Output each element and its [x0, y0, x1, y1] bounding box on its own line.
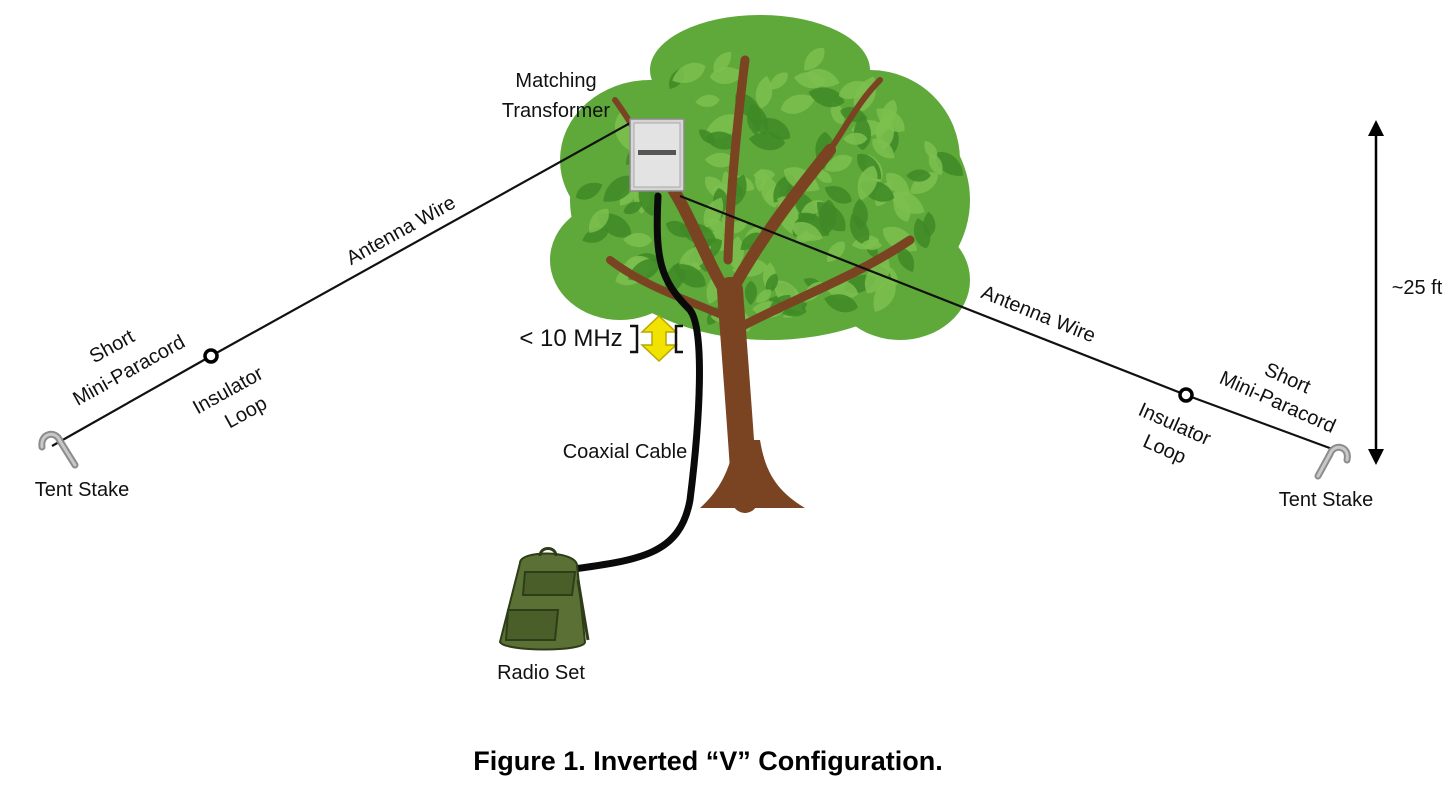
antenna-wire-right	[679, 194, 1187, 397]
antenna-wire-left-label: Antenna Wire	[343, 192, 460, 270]
height-label: ~25 ft	[1392, 277, 1443, 299]
frequency-label: < 10 MHz	[519, 325, 622, 352]
tent-stake-left-label: Tent Stake	[35, 479, 130, 501]
matching-transformer-icon	[629, 118, 685, 192]
tent-stake-right-label: Tent Stake	[1279, 489, 1374, 511]
paracord-right	[1185, 393, 1336, 452]
matching-transformer-label: Matching	[515, 70, 596, 92]
tent-stake-icon	[1314, 443, 1351, 480]
double-arrow-icon	[630, 314, 683, 363]
tree-icon	[550, 15, 970, 513]
antenna-wire-left	[210, 121, 633, 357]
height-dimension-arrow	[1368, 120, 1384, 465]
paracord-left	[51, 355, 212, 447]
insulator-loop-icon	[203, 348, 219, 364]
matching-transformer-label: Transformer	[502, 100, 611, 122]
antenna-wires	[51, 121, 1336, 452]
backpack-icon	[498, 547, 590, 651]
figure-caption: Figure 1. Inverted “V” Configuration.	[473, 746, 943, 776]
tent-stake-icon	[38, 430, 79, 469]
insulator-loop-icon	[1178, 387, 1194, 403]
radio-set-label: Radio Set	[497, 662, 585, 684]
coaxial-cable-label: Coaxial Cable	[563, 441, 688, 463]
coaxial-cable	[563, 192, 703, 574]
